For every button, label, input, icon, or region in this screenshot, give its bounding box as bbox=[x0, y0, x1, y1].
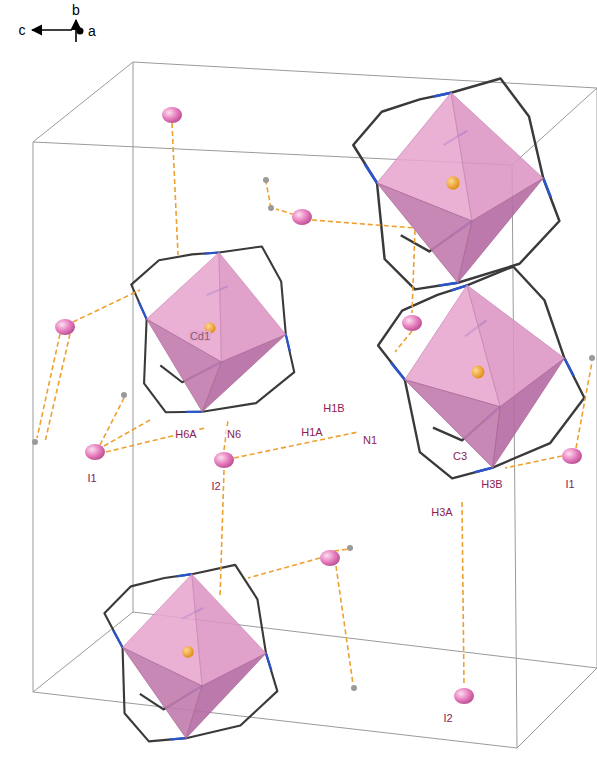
atom-label: I1 bbox=[564, 479, 575, 490]
atom-label: N1 bbox=[362, 435, 378, 446]
atom-label: I2 bbox=[442, 713, 453, 724]
atom-label: H1B bbox=[322, 403, 345, 414]
atom-label: H3A bbox=[430, 507, 453, 518]
atom-label: I1 bbox=[86, 473, 97, 484]
axis-label: b bbox=[71, 3, 81, 17]
atom-label: Cd1 bbox=[189, 331, 211, 342]
atom-label: N6 bbox=[226, 429, 242, 440]
atom-label: H6A bbox=[174, 429, 197, 440]
atom-label: H3B bbox=[480, 479, 503, 490]
axis-label: c bbox=[18, 23, 27, 37]
atom-label: C3 bbox=[452, 451, 468, 462]
atom-label: I2 bbox=[210, 481, 221, 492]
atom-label: H1A bbox=[300, 427, 323, 438]
axis-label: a bbox=[87, 24, 97, 38]
